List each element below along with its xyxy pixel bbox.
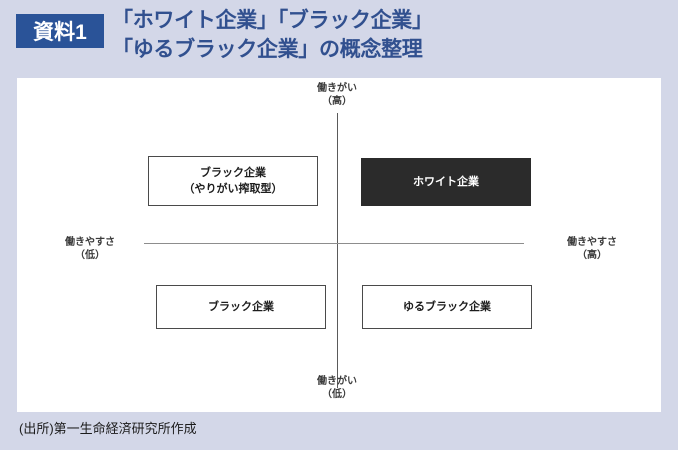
quadrant-box-top-right-line-1: ホワイト企業 bbox=[413, 176, 479, 188]
chart-panel: 働きがい （高） 働きがい （低） 働きやすさ （低） 働きやすさ （高） ブラ… bbox=[17, 78, 661, 412]
page-title-line-2: 「ゆるブラック企業」の概念整理 bbox=[112, 38, 423, 61]
axis-label-bottom-name: 働きがい bbox=[317, 376, 357, 387]
axis-label-right-name: 働きやすさ bbox=[567, 237, 617, 248]
axis-label-bottom-level: （低） bbox=[322, 389, 352, 400]
axis-label-bottom: 働きがい （低） bbox=[289, 375, 385, 401]
axis-label-right: 働きやすさ （高） bbox=[544, 236, 640, 262]
axis-label-top-level: （高） bbox=[322, 96, 352, 107]
axis-label-top-name: 働きがい bbox=[317, 83, 357, 94]
axis-label-left-name: 働きやすさ bbox=[65, 237, 115, 248]
axis-label-left: 働きやすさ （低） bbox=[42, 236, 138, 262]
quadrant-box-bottom-right: ゆるブラック企業 bbox=[362, 285, 532, 329]
source-note: (出所)第一生命経済研究所作成 bbox=[19, 421, 197, 436]
quadrant-box-bottom-right-line-1: ゆるブラック企業 bbox=[403, 301, 491, 313]
quadrant-box-top-left: ブラック企業 （やりがい搾取型） bbox=[148, 156, 318, 206]
axis-label-right-level: （高） bbox=[577, 250, 607, 261]
figure-header: 資料1 「ホワイト企業」「ブラック企業」 「ゆるブラック企業」の概念整理 bbox=[0, 0, 678, 78]
vertical-axis-line bbox=[337, 113, 338, 388]
page-title: 「ホワイト企業」「ブラック企業」 「ゆるブラック企業」の概念整理 bbox=[112, 6, 668, 64]
quadrant-box-top-right: ホワイト企業 bbox=[361, 158, 531, 206]
page-title-line-1: 「ホワイト企業」「ブラック企業」 bbox=[112, 9, 433, 32]
quadrant-box-bottom-left-line-1: ブラック企業 bbox=[208, 301, 274, 313]
axis-label-top: 働きがい （高） bbox=[289, 82, 385, 108]
quadrant-box-top-left-line-2: （やりがい搾取型） bbox=[183, 183, 283, 195]
quadrant-box-bottom-left: ブラック企業 bbox=[156, 285, 326, 329]
quadrant-box-top-left-line-1: ブラック企業 bbox=[200, 167, 266, 179]
axis-label-left-level: （低） bbox=[75, 250, 105, 261]
horizontal-axis-line bbox=[144, 243, 524, 244]
figure-number-badge: 資料1 bbox=[16, 14, 104, 48]
